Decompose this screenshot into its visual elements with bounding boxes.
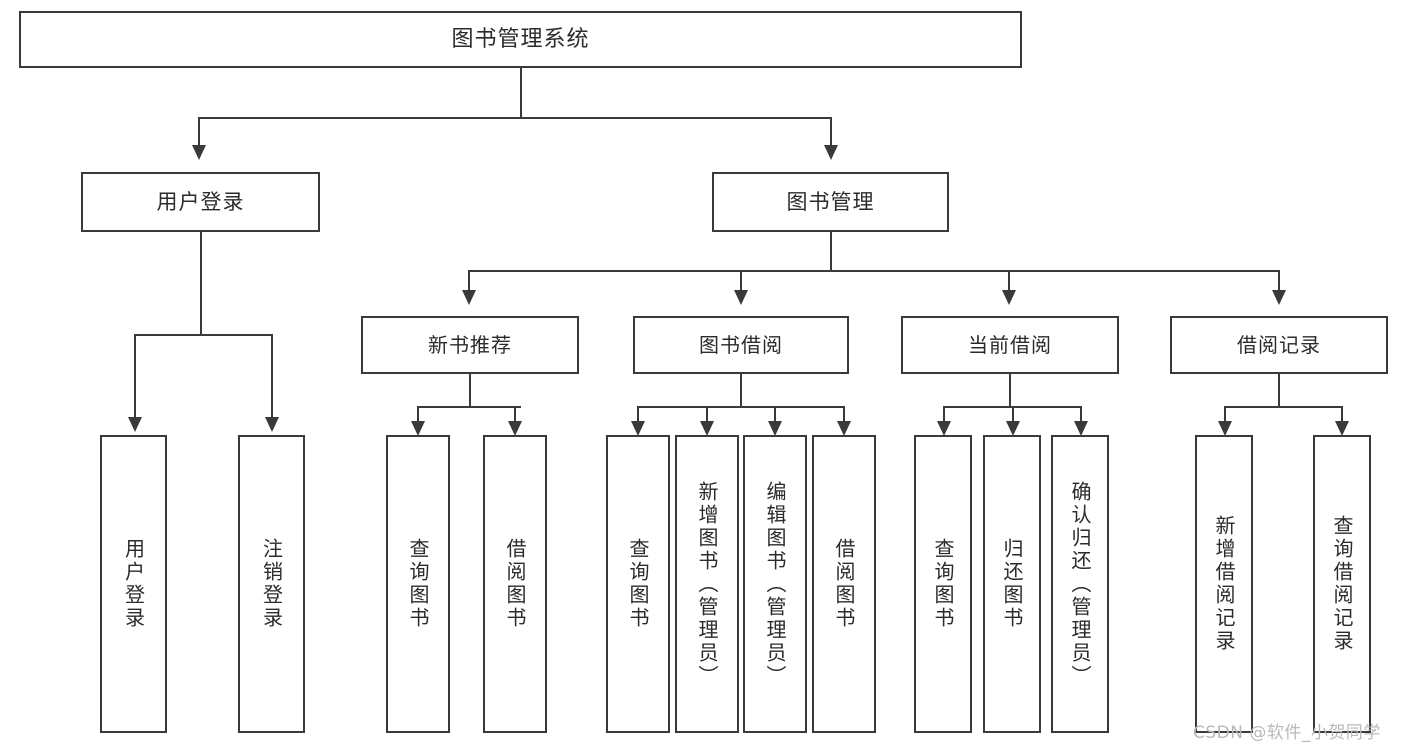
leaf-book-borrow-edit[interactable]: 编辑图书（管理员） (743, 435, 807, 733)
edge-book-borrow-child-1 (637, 406, 639, 423)
edge-new-book-stem (469, 374, 471, 407)
node-label: 编辑图书（管理员） (763, 480, 787, 688)
node-label: 当前借阅 (968, 332, 1052, 357)
arrow-to-book-mgmt (824, 145, 838, 160)
edge-current-borrow-child-1 (943, 406, 945, 423)
leaf-borrow-record-query[interactable]: 查询借阅记录 (1313, 435, 1371, 733)
edge-borrow-record-bar (1224, 406, 1342, 408)
edge-current-borrow-child-3 (1080, 406, 1082, 423)
node-label: 借阅图书 (503, 538, 527, 630)
arrow-current-borrow-child-3 (1074, 421, 1088, 436)
leaf-book-borrow-query[interactable]: 查询图书 (606, 435, 670, 733)
arrow-to-user-login (192, 145, 206, 160)
edge-book-mgmt-child-2 (740, 270, 742, 292)
node-current-borrow[interactable]: 当前借阅 (901, 316, 1119, 374)
node-label: 确认归还（管理员） (1068, 480, 1092, 688)
node-label: 图书管理 (786, 189, 875, 214)
arrow-borrow-record-child-2 (1335, 421, 1349, 436)
edge-borrow-record-stem (1278, 374, 1280, 407)
arrow-book-borrow-child-3 (768, 421, 782, 436)
node-label: 注销登录 (259, 538, 284, 630)
node-book-management[interactable]: 图书管理 (712, 172, 949, 232)
edge-user-login-child-1 (134, 334, 136, 419)
arrow-book-borrow-child-2 (700, 421, 714, 436)
edge-book-mgmt-stem (830, 232, 832, 271)
edge-new-book-child-2 (514, 406, 516, 423)
edge-book-borrow-bar (637, 406, 845, 408)
node-label: 用户登录 (156, 189, 245, 214)
node-user-login[interactable]: 用户登录 (81, 172, 320, 232)
node-label: 新增借阅记录 (1212, 515, 1236, 653)
edge-user-login-bar (134, 334, 272, 336)
edge-book-mgmt-bar (468, 270, 1280, 272)
edge-borrow-record-child-1 (1224, 406, 1226, 423)
edge-borrow-record-child-2 (1341, 406, 1343, 423)
edge-book-borrow-child-2 (706, 406, 708, 423)
edge-book-borrow-stem (740, 374, 742, 407)
node-label: 图书借阅 (699, 332, 783, 357)
arrow-book-borrow-child-1 (631, 421, 645, 436)
arrow-book-mgmt-child-2 (734, 290, 748, 305)
node-new-book-recommend[interactable]: 新书推荐 (361, 316, 579, 374)
edge-current-borrow-child-2 (1012, 406, 1014, 423)
leaf-current-borrow-query[interactable]: 查询图书 (914, 435, 972, 733)
edge-new-book-bar (417, 406, 521, 408)
leaf-current-borrow-return[interactable]: 归还图书 (983, 435, 1041, 733)
leaf-borrow-record-add[interactable]: 新增借阅记录 (1195, 435, 1253, 733)
arrow-book-mgmt-child-3 (1002, 290, 1016, 305)
edge-root-to-user-login (198, 117, 200, 147)
node-label: 借阅记录 (1237, 332, 1321, 357)
edge-user-login-child-2 (271, 334, 273, 419)
node-borrow-record[interactable]: 借阅记录 (1170, 316, 1388, 374)
arrow-user-login-child-2 (265, 417, 279, 432)
node-book-borrow[interactable]: 图书借阅 (633, 316, 849, 374)
edge-root-bar (198, 117, 832, 119)
leaf-current-borrow-confirm[interactable]: 确认归还（管理员） (1051, 435, 1109, 733)
node-label: 查询借阅记录 (1330, 515, 1354, 653)
node-label: 查询图书 (931, 538, 955, 630)
node-root-system[interactable]: 图书管理系统 (19, 11, 1022, 68)
arrow-book-mgmt-child-4 (1272, 290, 1286, 305)
edge-book-mgmt-child-4 (1278, 270, 1280, 292)
edge-book-mgmt-child-1 (468, 270, 470, 292)
node-label: 归还图书 (1000, 538, 1024, 630)
edge-new-book-child-1 (417, 406, 419, 423)
edge-user-login-stem (200, 232, 202, 335)
edge-book-mgmt-child-3 (1008, 270, 1010, 292)
node-label: 借阅图书 (832, 538, 856, 630)
edge-book-borrow-child-4 (843, 406, 845, 423)
edge-root-to-book-mgmt (830, 117, 832, 147)
arrow-user-login-child-1 (128, 417, 142, 432)
leaf-user-login-login[interactable]: 用户登录 (100, 435, 167, 733)
leaf-user-login-logout[interactable]: 注销登录 (238, 435, 305, 733)
node-label: 查询图书 (406, 538, 430, 630)
arrow-book-mgmt-child-1 (462, 290, 476, 305)
node-label: 新书推荐 (428, 332, 512, 357)
node-label: 图书管理系统 (451, 26, 590, 52)
arrow-current-borrow-child-1 (937, 421, 951, 436)
edge-current-borrow-stem (1009, 374, 1011, 407)
node-label: 用户登录 (121, 538, 146, 630)
edge-root-stem (520, 68, 522, 118)
arrow-current-borrow-child-2 (1006, 421, 1020, 436)
edge-book-borrow-child-3 (774, 406, 776, 423)
arrow-new-book-child-1 (411, 421, 425, 436)
watermark-text: CSDN @软件_小贺同学 (1193, 723, 1381, 743)
leaf-book-borrow-add[interactable]: 新增图书（管理员） (675, 435, 739, 733)
arrow-borrow-record-child-1 (1218, 421, 1232, 436)
arrow-book-borrow-child-4 (837, 421, 851, 436)
arrow-new-book-child-2 (508, 421, 522, 436)
leaf-new-book-borrow[interactable]: 借阅图书 (483, 435, 547, 733)
node-label: 查询图书 (626, 538, 650, 630)
node-label: 新增图书（管理员） (695, 480, 719, 688)
leaf-book-borrow-borrow[interactable]: 借阅图书 (812, 435, 876, 733)
leaf-new-book-query[interactable]: 查询图书 (386, 435, 450, 733)
